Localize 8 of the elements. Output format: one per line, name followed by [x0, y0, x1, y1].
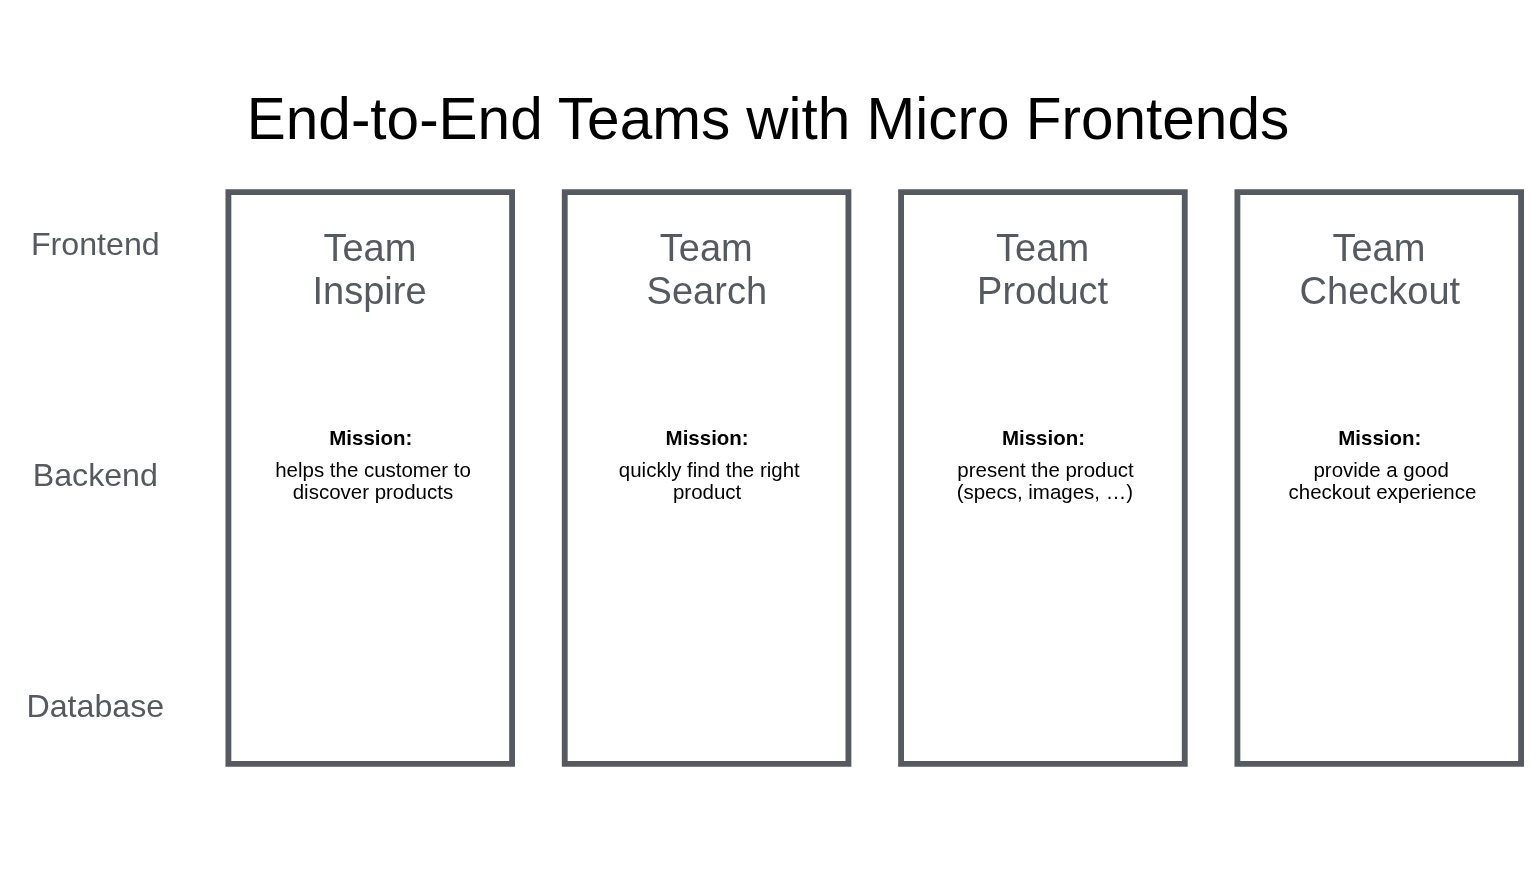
label: Backend	[32, 457, 158, 494]
node-box: Team Product Mission: present the product (specs, images, …)	[898, 189, 1188, 767]
label: Frontend	[30, 226, 160, 263]
node-box: Team Inspire Mission: helps the customer to discover products	[225, 189, 515, 767]
diagram-title: End-to-End Teams with Micro Frontends	[246, 86, 1290, 152]
label: Database	[26, 688, 165, 725]
node-box: Team Checkout Mission: provide a good checkout experience	[1234, 189, 1525, 767]
node-box: Team Search Mission: quickly find the right product	[561, 189, 852, 767]
